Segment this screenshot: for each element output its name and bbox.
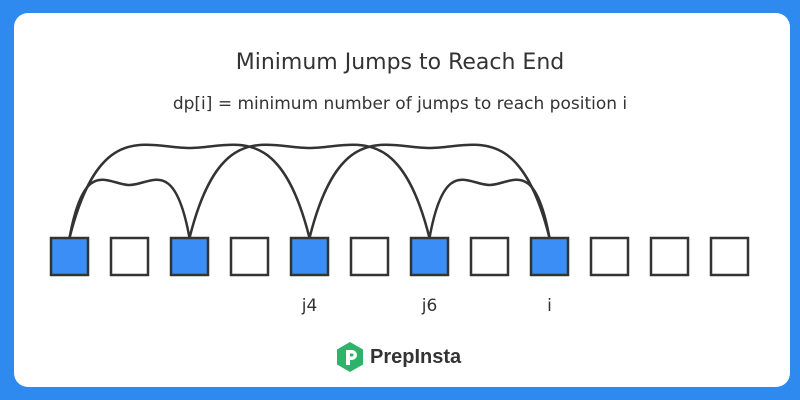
array-cell-highlighted bbox=[289, 236, 330, 277]
prepinsta-logo-icon bbox=[337, 342, 363, 372]
jump-arc bbox=[188, 143, 431, 239]
array-cell bbox=[469, 236, 510, 277]
jump-arc bbox=[68, 143, 311, 239]
index-label: i bbox=[547, 296, 552, 316]
array-cell-highlighted bbox=[409, 236, 450, 277]
array-cell bbox=[229, 236, 270, 277]
diagram-subtitle: dp[i] = minimum number of jumps to reach… bbox=[172, 94, 628, 114]
content-card bbox=[14, 13, 790, 387]
jump-arcs bbox=[68, 143, 551, 239]
jump-arc bbox=[68, 178, 191, 239]
index-label: j4 bbox=[301, 296, 318, 316]
jump-arc bbox=[428, 178, 551, 239]
array-cells bbox=[49, 236, 750, 277]
array-cell-highlighted bbox=[49, 236, 90, 277]
array-cell bbox=[109, 236, 150, 277]
array-cell bbox=[589, 236, 630, 277]
array-cell bbox=[649, 236, 690, 277]
index-label: j6 bbox=[421, 296, 438, 316]
array-cell bbox=[349, 236, 390, 277]
diagram-title: Minimum Jumps to Reach End bbox=[235, 50, 565, 75]
array-cell bbox=[709, 236, 750, 277]
brand-logo: PrepInsta bbox=[336, 340, 461, 374]
jump-arc bbox=[308, 143, 551, 239]
array-cell-highlighted bbox=[169, 236, 210, 277]
logo-text: PrepInsta bbox=[370, 345, 462, 368]
array-cell-highlighted bbox=[529, 236, 570, 277]
